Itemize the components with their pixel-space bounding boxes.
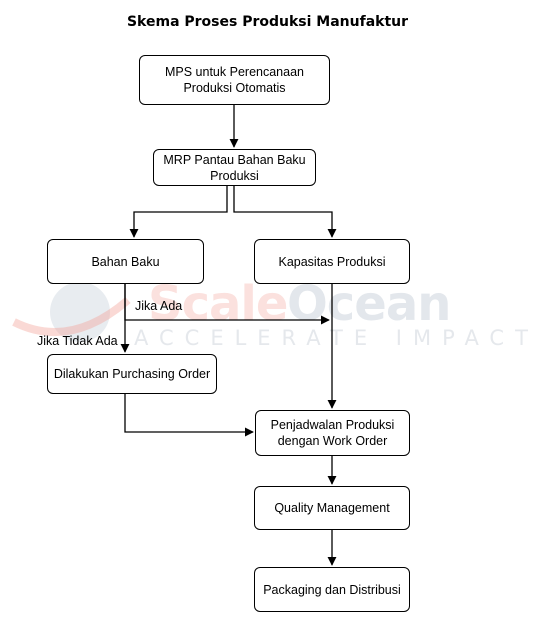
node-mrp: MRP Pantau Bahan Baku Produksi: [153, 149, 316, 186]
edge-label-jika-ada: Jika Ada: [135, 299, 183, 313]
node-quality-management: Quality Management: [254, 486, 410, 530]
edge-purchasing-to-penjadwalan: [124, 394, 254, 437]
edge-mrp-to-kapasitas: [233, 186, 337, 238]
node-mps: MPS untuk Perencanaan Produksi Otomatis: [139, 55, 330, 105]
edge-mrp-to-bahan-baku: [129, 186, 228, 238]
edge-label-jika-tidak-ada: Jika Tidak Ada: [37, 334, 118, 348]
node-packaging-distribusi: Packaging dan Distribusi: [254, 567, 410, 612]
node-bahan-baku: Bahan Baku: [47, 239, 204, 284]
diagram-title: Skema Proses Produksi Manufaktur: [126, 14, 409, 30]
node-kapasitas-produksi: Kapasitas Produksi: [254, 239, 410, 284]
node-penjadwalan-produksi: Penjadwalan Produksi dengan Work Order: [255, 410, 410, 456]
node-purchasing-order: Dilakukan Purchasing Order: [47, 354, 217, 394]
